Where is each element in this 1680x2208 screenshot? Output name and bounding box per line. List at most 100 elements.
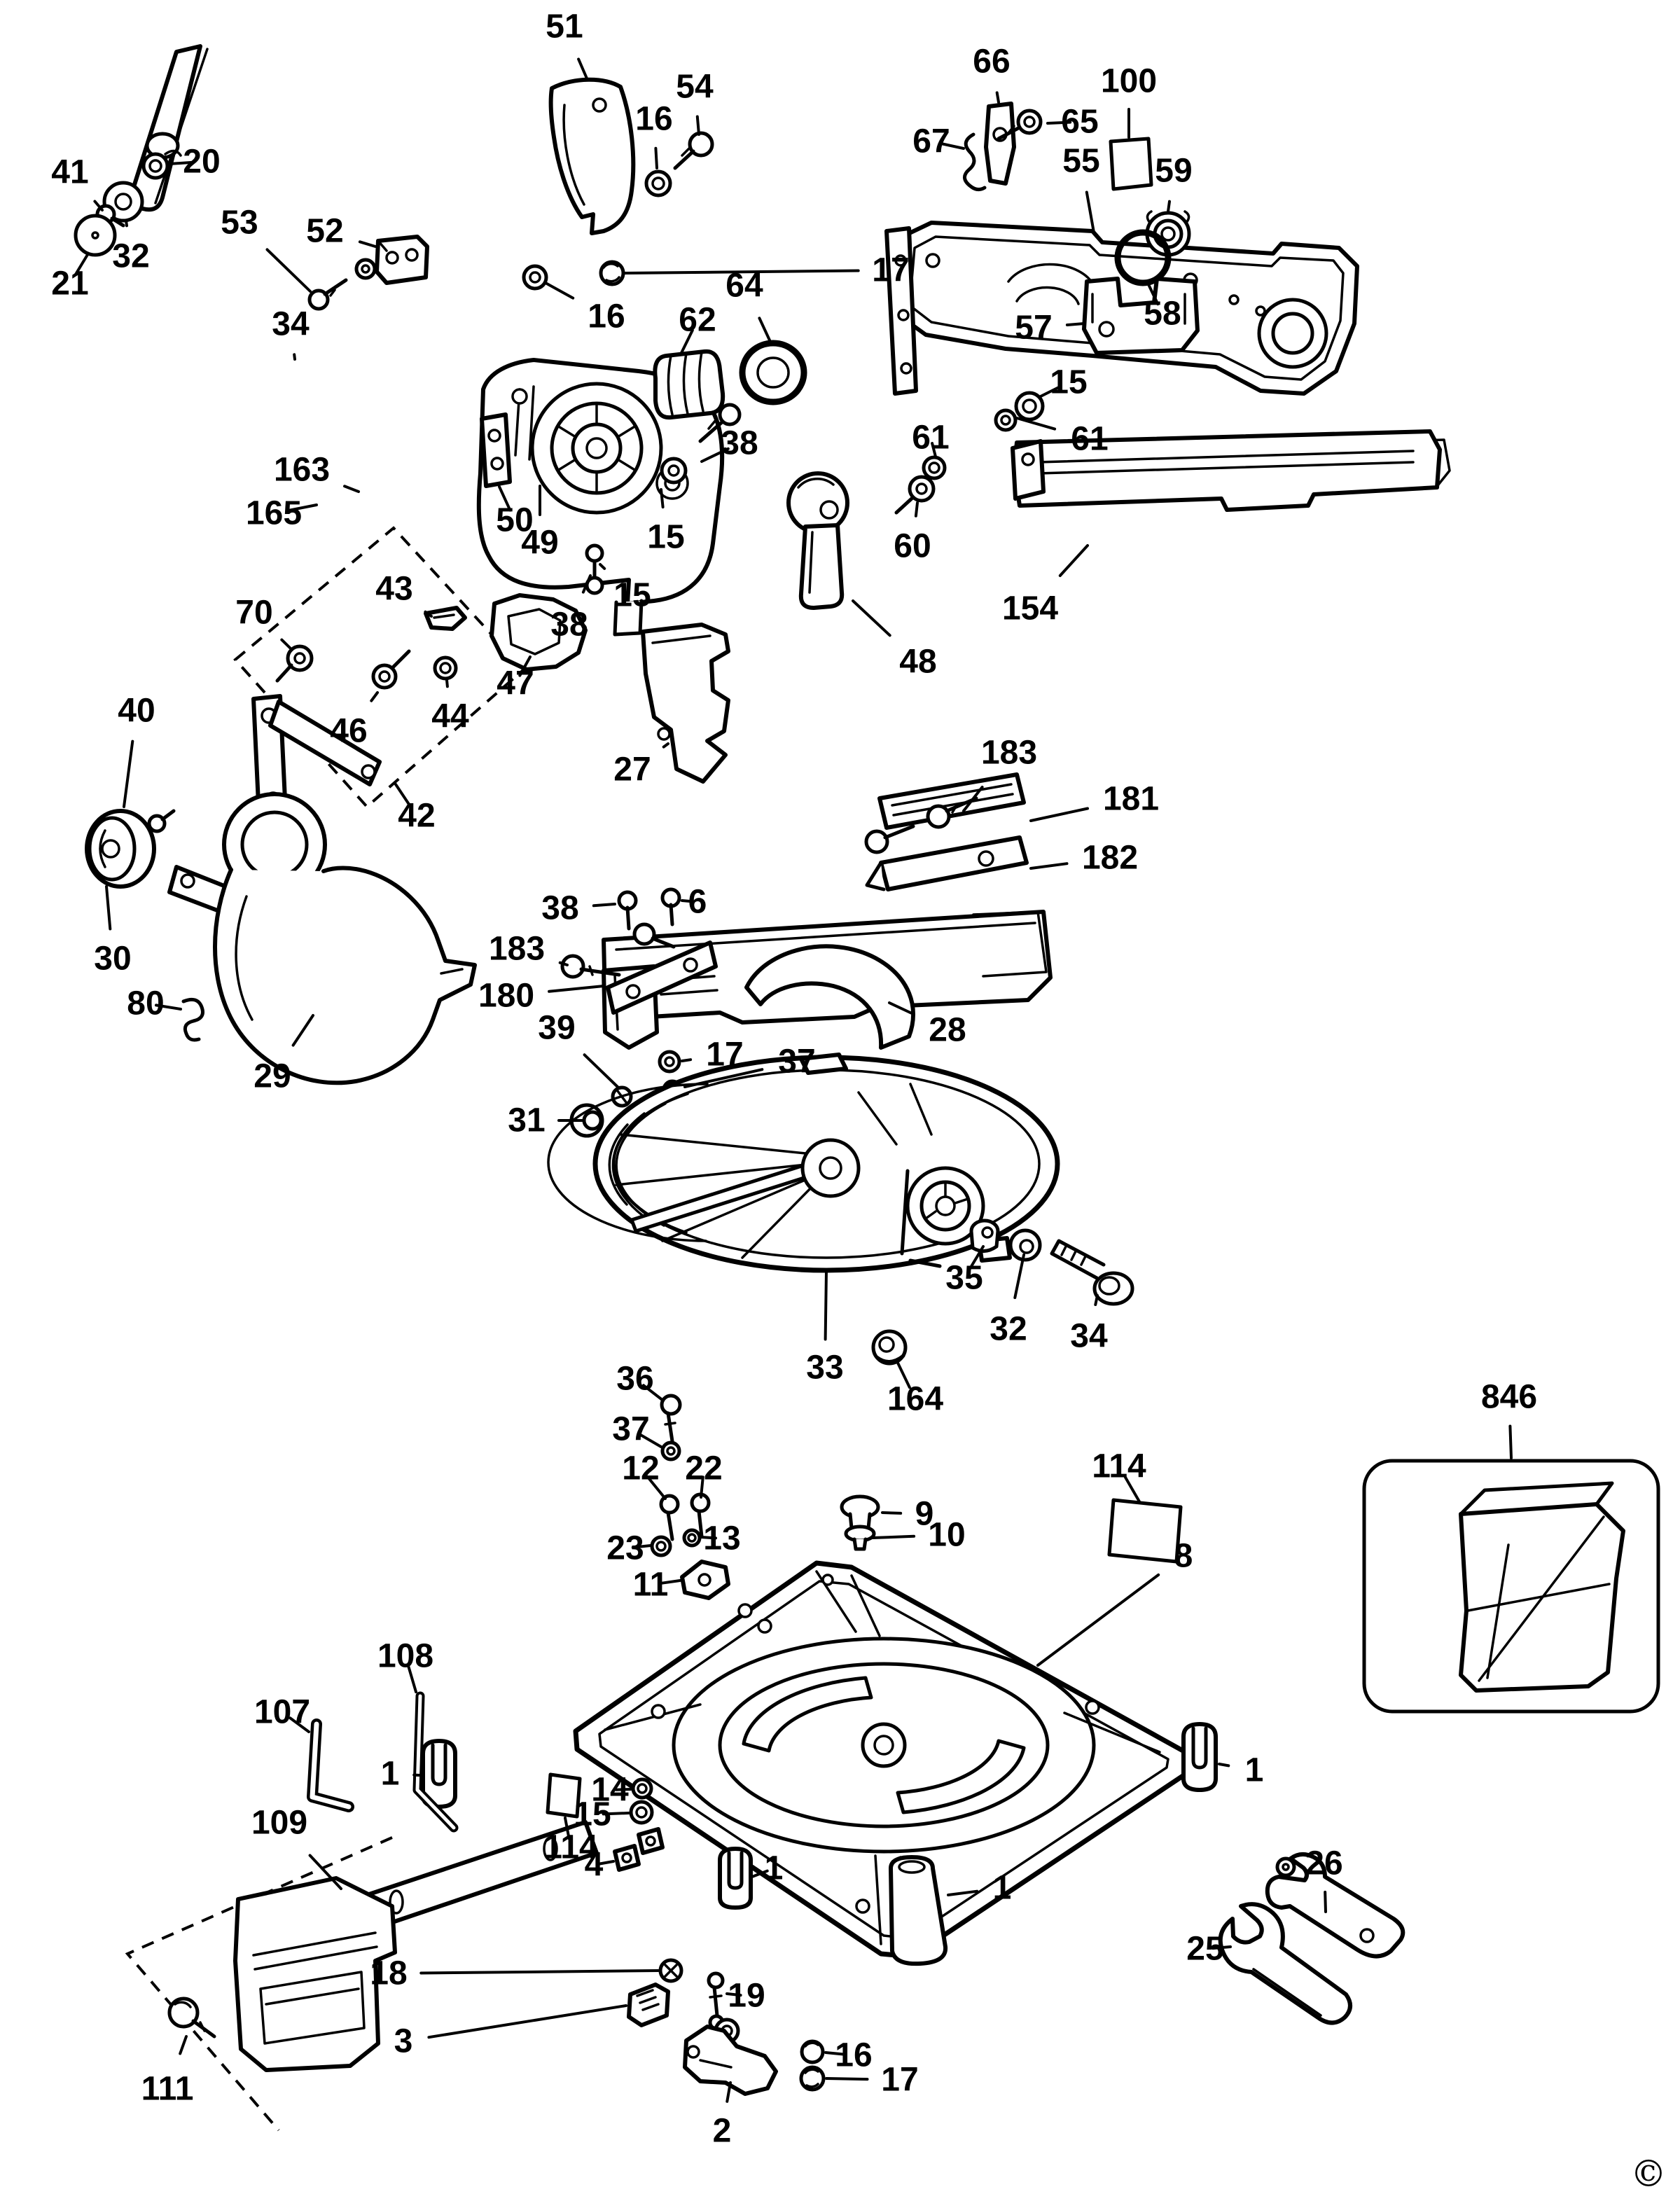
leader-111 (179, 2035, 188, 2055)
part-label-32b: 32 (990, 1311, 1027, 1348)
leader-11 (658, 1579, 681, 1585)
part-carrier-47 (490, 593, 588, 672)
leader-37c (638, 1433, 662, 1448)
leader-17b (681, 1058, 693, 1062)
leader-8 (1036, 1573, 1160, 1667)
leader-46 (370, 691, 379, 702)
part-pin-15c (585, 543, 604, 595)
leader-48 (852, 599, 891, 637)
part-kerf-plate-181 (877, 772, 1026, 830)
part-label-15b: 15 (647, 519, 684, 556)
part-label-26: 26 (1305, 1845, 1342, 1882)
part-bolt-54 (673, 131, 714, 170)
part-label-16c: 16 (835, 2037, 872, 2074)
leader-26 (1324, 1890, 1327, 1913)
part-label-28: 28 (929, 1012, 966, 1049)
part-label-181: 181 (1103, 781, 1159, 818)
leader-51 (577, 57, 588, 80)
leader-30 (105, 885, 112, 931)
part-screws-183a (864, 796, 978, 854)
part-stud-164 (871, 1329, 908, 1366)
leader-60 (914, 501, 919, 518)
part-nut-17b (658, 1050, 681, 1074)
part-label-846: 846 (1481, 1379, 1537, 1416)
part-screw-12 (659, 1494, 680, 1541)
part-oring-58 (1114, 229, 1172, 286)
part-label-62: 62 (679, 302, 716, 339)
leader-50 (498, 485, 512, 512)
part-label-165: 165 (246, 495, 302, 532)
part-label-6: 6 (688, 884, 707, 921)
part-label-25: 25 (1186, 1931, 1223, 1968)
part-washer-32b (1008, 1228, 1042, 1262)
part-label-2: 2 (713, 2113, 732, 2150)
leader-38c (592, 903, 616, 908)
part-label-20: 20 (183, 144, 220, 181)
part-label-17c: 17 (881, 2062, 918, 2099)
part-washer-16b (522, 264, 548, 291)
part-label-1b: 1 (1245, 1752, 1264, 1789)
leader-20 (168, 160, 194, 165)
part-label-109: 109 (251, 1805, 307, 1842)
leader-18 (419, 1969, 660, 1975)
part-label-40: 40 (118, 693, 155, 730)
leader-61a (931, 442, 937, 458)
leader-80 (155, 1004, 182, 1011)
part-label-61a: 61 (912, 419, 949, 457)
part-motor-housing-49 (476, 358, 725, 637)
part-label-8: 8 (1174, 1538, 1193, 1575)
leader-54 (695, 115, 700, 136)
part-spanner-26 (1265, 1852, 1405, 1959)
part-label-18: 18 (370, 1955, 407, 1992)
part-label-108: 108 (377, 1638, 433, 1675)
part-screw-46 (371, 649, 411, 690)
part-pivot-arm (130, 44, 209, 212)
leader-181 (1029, 807, 1089, 822)
part-wedge-11 (680, 1560, 730, 1600)
leader-1d (947, 1889, 979, 1896)
part-label-47: 47 (497, 665, 534, 702)
leader-164 (895, 1359, 911, 1389)
leader-10 (871, 1534, 916, 1539)
part-hex-key-108 (412, 1691, 459, 1833)
leader-47 (518, 655, 532, 677)
part-label-34a: 34 (272, 306, 310, 343)
part-guard-plate-27 (641, 623, 730, 784)
part-label-49: 49 (521, 525, 558, 562)
part-sticker-114a (1107, 1498, 1183, 1564)
part-dust-bag-846 (1362, 1459, 1660, 1714)
leader-61b (1015, 417, 1057, 431)
part-terminal-3 (627, 1983, 670, 2027)
part-label-21: 21 (51, 265, 88, 303)
leader-14 (615, 1788, 632, 1791)
part-bracket-57 (1082, 277, 1200, 355)
part-label-32a: 32 (112, 238, 149, 275)
leader-66 (995, 91, 1000, 104)
part-fence-154 (1011, 429, 1451, 512)
part-label-43: 43 (375, 571, 412, 608)
part-washer-44 (433, 655, 458, 681)
part-label-55: 55 (1062, 143, 1099, 180)
part-nut-38a-cluster (660, 403, 742, 485)
part-washer-23 (650, 1535, 672, 1557)
leader-17c (825, 2077, 869, 2081)
leader-32b (1013, 1254, 1025, 1299)
leader-13 (700, 1536, 717, 1540)
part-kerf-plate-180 (606, 940, 718, 1015)
part-label-33: 33 (806, 1349, 843, 1387)
leader-183b (558, 961, 569, 966)
leader-182 (1029, 862, 1069, 870)
leader-70 (280, 638, 293, 651)
leader-37b (683, 1068, 764, 1088)
part-label-11: 11 (633, 1567, 669, 1604)
leader-40 (123, 740, 134, 808)
part-nut-17c (799, 2065, 826, 2092)
part-washer-37c (660, 1440, 681, 1461)
part-base-8 (573, 1560, 1193, 1959)
leader-38b (581, 574, 592, 594)
part-label-46: 46 (330, 713, 367, 750)
part-label-38a: 38 (721, 425, 758, 462)
part-label-1a: 1 (381, 1756, 400, 1793)
